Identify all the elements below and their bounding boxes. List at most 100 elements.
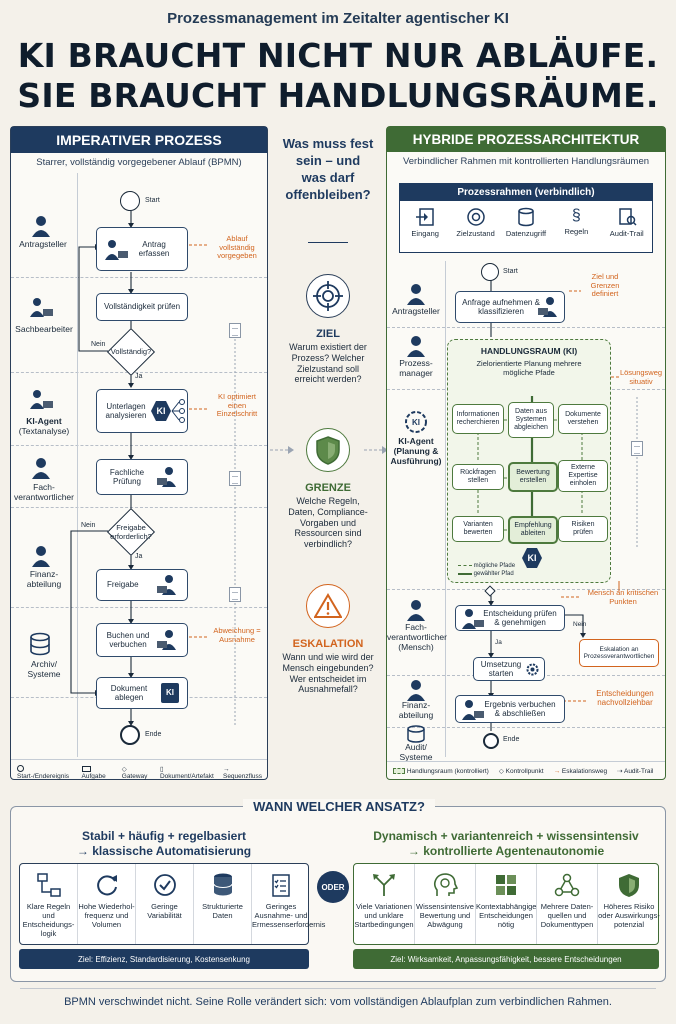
refresh-icon	[96, 875, 117, 896]
end-label: Ende	[145, 731, 162, 738]
yes-label: Ja	[495, 639, 502, 646]
node-varianten: Varianten bewerten	[452, 516, 504, 542]
ki-gear-icon: KI	[405, 411, 427, 433]
grenze-heading: GRENZE	[305, 482, 351, 494]
lane-finanzabteilung: Finanz- abteilung	[26, 569, 62, 589]
worker-icon	[30, 298, 53, 317]
criteria-variabilitaet: Geringe Variabilität	[147, 902, 182, 920]
when-which-section: WANN WELCHER ANSATZ? Stabil + häufig + r…	[10, 799, 666, 982]
ziel-heading: ZIEL	[316, 328, 340, 340]
imperative-legend: Start-/Endereignis Aufgabe ◇ Gateway ▯ D…	[17, 765, 263, 780]
person-icon	[407, 284, 425, 305]
right-approach-head: Dynamisch + variantenreich + wissensinte…	[373, 829, 639, 858]
hybrid-subtitle: Verbindlicher Rahmen mit kontrollierten …	[402, 156, 650, 167]
document-ki-icon: KI	[161, 683, 179, 703]
handlungsraum-title: HANDLUNGSRAUM (KI)	[480, 346, 578, 356]
left-approach-head: Stabil + häufig + regelbasiert→ klassisc…	[76, 829, 252, 858]
task-antrag-erfassen: Antrag erfassen	[96, 227, 188, 271]
worker-icon	[157, 467, 176, 487]
login-icon	[416, 208, 434, 226]
worker-icon	[157, 630, 176, 650]
gateway-vollstaendig-label: Vollständig?	[110, 347, 152, 356]
criteria-klare-regeln: Klare Regeln und Entscheidungs-logik	[22, 902, 75, 938]
gateway-2-no-label: Nein	[81, 522, 96, 529]
criteria-risiko: Höheres Risiko oder Auswirkungs-potenzia…	[598, 902, 660, 929]
note-ki-einzelschritt: KI optimiert einen Einzelschritt	[216, 392, 258, 419]
task-buchen: Buchen und verbuchen	[96, 623, 188, 657]
left-criteria: Klare Regeln und Entscheidungs-logik Hoh…	[19, 863, 325, 945]
lane-finanzabteilung: Finanz- abteilung	[398, 700, 434, 720]
target-icon	[466, 208, 485, 226]
brain-head-icon	[433, 873, 458, 896]
hybrid-panel: HYBRIDE PROZESSARCHITEKTUR Verbindlicher…	[386, 126, 666, 780]
start-event	[120, 191, 140, 211]
frame-item-datenzugriff: Datenzugriff	[505, 229, 547, 238]
task-anfrage-aufnehmen: Anfrage aufnehmen & klassifizieren	[455, 291, 565, 323]
eskalation-text: Wann und wie wird der Mensch eingebunden…	[282, 652, 374, 695]
ki-icon: KI	[151, 401, 171, 421]
frame-item-zielzustand: Zielzustand	[456, 229, 495, 238]
criteria-wiederholfrequenz: Hohe Wiederhol-frequenz und Volumen	[78, 902, 135, 929]
node-informationen: Informationen recherchieren	[452, 404, 504, 434]
warning-icon	[306, 584, 350, 628]
task-freigabe: Freigabe	[96, 569, 188, 601]
middle-column: Was muss fest sein – und was darf offenb…	[282, 126, 374, 780]
gateway-2-yes-label: Ja	[135, 553, 143, 560]
transition-arrows	[270, 446, 388, 454]
headline-line-1: KI BRAUCHT NICHT NUR ABLÄUFE.	[17, 36, 659, 75]
process-frame-title: Prozessrahmen (verbindlich)	[400, 184, 652, 201]
note-ablauf-vorgegeben: Ablauf vollständig vorgegeben	[217, 234, 257, 261]
person-icon	[32, 546, 50, 567]
hybrid-title: HYBRIDE PROZESSARCHITEKTUR	[387, 127, 665, 152]
right-criteria: Viele Variationen und unklare Startbedin…	[353, 863, 660, 945]
lane-sachbearbeiter: Sachbearbeiter	[15, 324, 73, 334]
lane-ki-agent: KI-Agent	[26, 416, 62, 426]
footer-statement: BPMN verschwindet nicht. Seine Rolle ver…	[64, 996, 612, 1008]
task-entscheidung: Entscheidung prüfen & genehmigen	[455, 605, 565, 631]
lane-fachverantwortlicher: Fach- verantwortlicher	[14, 482, 74, 502]
shield-icon	[306, 428, 350, 472]
puzzle-icon	[496, 875, 516, 895]
grenze-text: Welche Regeln, Daten, Compliance-Vorgabe…	[288, 496, 368, 550]
supertitle: Prozessmanagement im Zeitalter agentisch…	[167, 10, 509, 27]
flowchart-icon	[36, 873, 61, 897]
lane-fachverantwortlicher: Fach- verantwortlicher (Mensch)	[387, 622, 447, 652]
document-icon	[631, 441, 643, 456]
worker-icon	[157, 575, 176, 595]
lane-prozessmanager: Prozess- manager	[399, 358, 433, 378]
handlungsraum: HANDLUNGSRAUM (KI) Zielorientierte Planu…	[447, 339, 611, 583]
task-fachliche-pruefung: Fachliche Prüfung	[96, 459, 188, 495]
node-empfehlung: Empfehlung ableiten	[508, 516, 558, 544]
lane-antragsteller: Antragsteller	[392, 306, 440, 316]
hybrid-legend: Handlungsraum (kontrolliert) ◇ Kontrollp…	[393, 767, 653, 775]
criteria-ausnahme: Geringes Ausnahme- und Ermessenserforder…	[252, 902, 326, 929]
imperative-subtitle: Starrer, vollständig vorgegebener Ablauf…	[36, 157, 242, 168]
lane-archiv: Archiv/ Systeme	[27, 659, 61, 679]
lane-ki-agent-sub: (Textanalyse)	[18, 426, 70, 436]
task-ergebnis: Ergebnis verbuchen & abschließen	[455, 695, 565, 723]
end-event	[120, 725, 140, 745]
path-legend: mögliche Pfade gewählter Pfad	[458, 562, 515, 578]
imperative-title: IMPERATIVER PROZESS	[11, 127, 267, 153]
note-nachvollziehbar: Entscheidungen nachvollziehbar	[596, 689, 654, 708]
paths	[477, 396, 583, 531]
network-icon	[171, 399, 185, 423]
node-daten-abgleichen: Daten aus Systemen abgleichen	[508, 402, 554, 438]
criteria-wissensintensiv: Wissensintensive Bewertung und Abwägung	[416, 902, 474, 929]
process-frame: Prozessrahmen (verbindlich) Eingang Ziel…	[399, 183, 653, 253]
gateway-no-label: Nein	[91, 341, 106, 348]
gateway-freigabe-label: Freigabe erforderlich?	[110, 523, 152, 541]
or-badge: ODER	[317, 871, 349, 903]
middle-question: Was muss fest sein – und was darf offenb…	[282, 136, 374, 202]
criteria-variationen: Viele Variationen und unklare Startbedin…	[354, 902, 414, 929]
database-icon	[518, 207, 534, 227]
document-icon	[229, 471, 241, 486]
eskalation-heading: ESKALATION	[292, 638, 364, 650]
lane-antragsteller: Antragsteller	[19, 239, 67, 249]
node-expertise: Externe Expertise einholen	[558, 460, 608, 492]
worker-icon	[538, 297, 557, 317]
start-label: Start	[145, 197, 160, 204]
bottom-title: WANN WELCHER ANSATZ?	[243, 799, 435, 814]
person-icon	[32, 458, 50, 479]
